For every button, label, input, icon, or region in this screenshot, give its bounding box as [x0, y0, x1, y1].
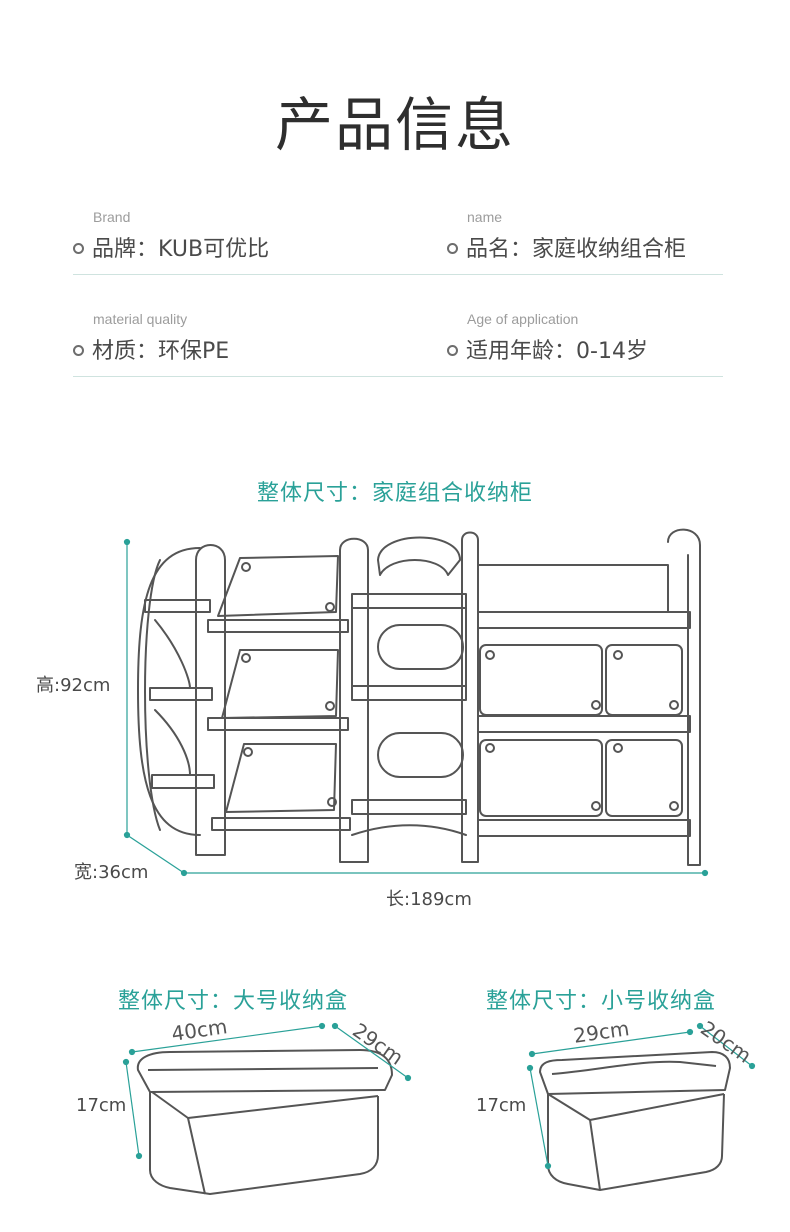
bullet-icon	[447, 242, 458, 254]
cabinet-width-label: 宽:36cm	[74, 862, 149, 883]
info-brand-value: KUB可优比	[158, 237, 270, 262]
bullet-icon	[73, 344, 84, 356]
large-box-height-label: 17cm	[76, 1095, 127, 1116]
info-colon: ：	[136, 237, 159, 262]
info-name-value: 家庭收纳组合柜	[532, 237, 687, 262]
page-title: 产品信息	[274, 91, 515, 159]
info-colon: ：	[554, 339, 577, 364]
bullet-icon	[73, 242, 84, 254]
cabinet-height-label: 高:92cm	[36, 675, 111, 696]
large-box-title: 整体尺寸：大号收纳盒	[118, 989, 349, 1014]
bullet-icon	[447, 344, 458, 356]
info-age: Age of application 适用年龄： 0-14岁	[447, 307, 767, 365]
info-material-en: material quality	[93, 311, 188, 327]
info-age-value: 0-14岁	[576, 339, 648, 364]
info-colon: ：	[510, 237, 533, 262]
info-row-1: Brand 品牌： KUB可优比 name 品名： 家庭收纳组合柜	[73, 173, 723, 275]
small-box-height-label: 17cm	[476, 1095, 527, 1116]
info-colon: ：	[136, 339, 159, 364]
info-name-label: 品名	[466, 237, 511, 262]
info-brand: Brand 品牌： KUB可优比	[73, 205, 393, 263]
info-material-label: 材质	[92, 339, 137, 364]
info-row-2: material quality 材质： 环保PE Age of applica…	[73, 275, 723, 377]
info-name: name 品名： 家庭收纳组合柜	[447, 205, 767, 263]
info-material: material quality 材质： 环保PE	[73, 307, 393, 365]
cabinet-length-label: 长:189cm	[386, 889, 472, 910]
cabinet-title: 整体尺寸：家庭组合收纳柜	[256, 481, 533, 506]
info-name-en: name	[467, 209, 503, 225]
info-brand-label: 品牌	[92, 237, 137, 262]
info-age-label: 适用年龄	[466, 339, 555, 364]
info-material-value: 环保PE	[158, 339, 230, 364]
info-age-en: Age of application	[467, 311, 579, 327]
small-box-title: 整体尺寸：小号收纳盒	[486, 989, 717, 1014]
info-brand-en: Brand	[93, 209, 131, 225]
